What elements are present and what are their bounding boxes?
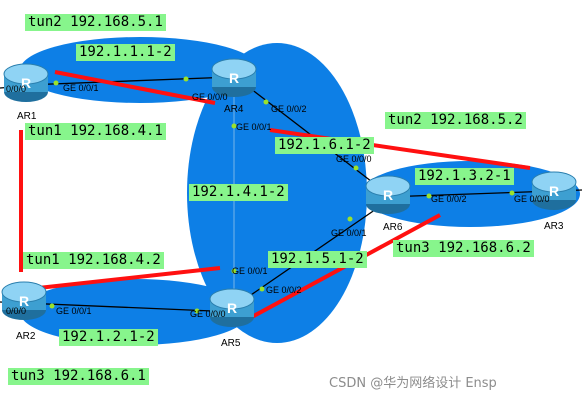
port-dot xyxy=(509,190,515,196)
router-glyph: R xyxy=(19,293,29,309)
port-dot xyxy=(183,76,189,82)
link-ar1-ar4 xyxy=(25,76,233,86)
network-label-ar6-ar3: 192.1.3.2-1 xyxy=(415,168,514,185)
network-label-ar5-ar6: 192.1.5.1-2 xyxy=(268,251,367,268)
network-label-ar4-ar5: 192.1.4.1-2 xyxy=(189,184,288,201)
port-dot xyxy=(426,193,432,199)
tunnel-label-tun2-ar1: tun2 192.168.5.1 xyxy=(25,14,166,31)
port-dot xyxy=(231,123,237,129)
network-label-ar4-ar6: 192.1.6.1-2 xyxy=(275,137,374,154)
router-name-ar5: AR5 xyxy=(221,338,241,349)
port-label-ar4-right: GE 0/0/2 xyxy=(271,104,307,114)
network-label-ar1-ar4: 192.1.1.1-2 xyxy=(76,44,175,61)
tunnel-label-tun3-ar2: tun3 192.168.6.1 xyxy=(8,368,149,385)
port-label-ar3-left: GE 0/0/0 xyxy=(514,194,550,204)
router-ar4[interactable]: R xyxy=(210,55,258,99)
area-ar2-ar5 xyxy=(20,279,250,345)
port-label-ar4-down: GE 0/0/1 xyxy=(236,122,272,132)
tunnel-label-tun3-ar6: tun3 192.168.6.2 xyxy=(393,240,534,257)
port-dot xyxy=(259,286,265,292)
port-label-ar1-right: GE 0/0/1 xyxy=(63,83,99,93)
router-ar2[interactable]: R xyxy=(0,278,48,322)
port-label-ar2-right: GE 0/0/1 xyxy=(56,306,92,316)
tunnel-ar4-ar3 xyxy=(269,128,531,170)
port-label-ar6-up: GE 0/0/0 xyxy=(336,154,372,164)
router-glyph: R xyxy=(229,70,239,86)
router-name-ar3: AR3 xyxy=(544,221,564,232)
tunnel-label-tun2-ar3: tun2 192.168.5.2 xyxy=(385,112,526,129)
router-name-ar1: AR1 xyxy=(17,111,37,122)
tunnel-label-tun1-ar1: tun1 192.168.4.1 xyxy=(25,123,166,140)
port-dot xyxy=(263,99,269,105)
port-label-ar1-left: 0/0/0 xyxy=(6,84,27,94)
router-glyph: R xyxy=(383,187,393,203)
tunnel-ar2-ar5 xyxy=(19,266,221,292)
port-label-ar5-left: GE 0/0/0 xyxy=(190,309,226,319)
port-label-ar5-up: GE 0/0/1 xyxy=(232,266,268,276)
port-dot xyxy=(347,216,353,222)
port-dot xyxy=(53,80,59,86)
port-dot xyxy=(49,303,55,309)
router-name-ar4: AR4 xyxy=(224,104,244,115)
tunnel-ar1-ar4 xyxy=(54,70,216,105)
tunnel-label-tun1-ar2: tun1 192.168.4.2 xyxy=(23,252,164,269)
router-name-ar6: AR6 xyxy=(383,222,403,233)
router-ar5[interactable]: R xyxy=(208,285,256,329)
router-ar1[interactable]: R xyxy=(2,60,50,104)
router-name-ar2: AR2 xyxy=(16,331,36,342)
port-dot xyxy=(194,308,200,314)
port-label-ar6-down: GE 0/0/1 xyxy=(331,228,367,238)
router-ar3[interactable]: R xyxy=(530,168,578,212)
port-label-ar2-left: 0/0/0 xyxy=(6,306,27,316)
watermark: CSDN @华为网络设计 Ensp xyxy=(329,376,497,391)
port-label-ar5-right: GE 0/0/2 xyxy=(266,285,302,295)
port-label-ar6-right: GE 0/0/2 xyxy=(431,194,467,204)
router-glyph: R xyxy=(21,75,31,91)
port-dot xyxy=(353,165,359,171)
port-label-ar4-left: GE 0/0/0 xyxy=(192,92,228,102)
router-ar6[interactable]: R xyxy=(364,172,412,216)
router-glyph: R xyxy=(549,183,559,199)
port-dot xyxy=(231,268,237,274)
network-label-ar2-ar5: 192.1.2.1-2 xyxy=(59,329,158,346)
router-glyph: R xyxy=(227,300,237,316)
